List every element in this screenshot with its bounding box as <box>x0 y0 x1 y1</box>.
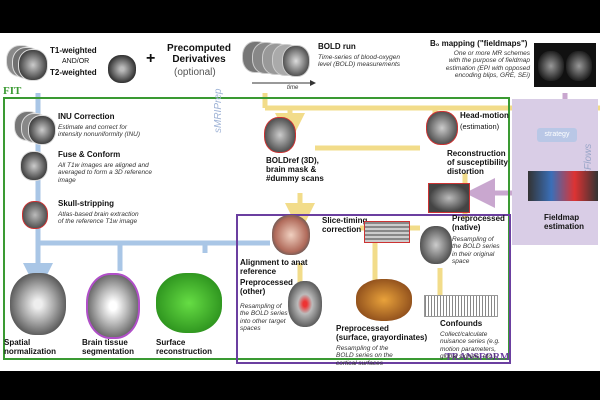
strategy-badge: strategy <box>537 128 577 142</box>
fieldmaps-desc: One or more MR schemes with the purpose … <box>445 50 530 79</box>
diagram-panel: FIT TRANSFORM sMRIPrep SDCFlows strategy… <box>0 33 600 371</box>
transform-box <box>236 214 511 364</box>
confounds-title: Confounds <box>440 319 483 328</box>
slice-timing-label: Slice-timing correction <box>322 216 368 234</box>
boldref-image <box>264 117 296 153</box>
plus-sign: + <box>146 50 156 67</box>
skullstrip-image <box>22 201 48 229</box>
t2-label: T2-weighted <box>50 68 97 77</box>
surface-bold-desc: Resampling of the BOLD series on the cor… <box>336 345 393 367</box>
surface-recon-label: Surface reconstruction <box>156 338 213 356</box>
spatial-norm-label: Spatial normalization <box>4 338 57 356</box>
other-title: Preprocessed (other) <box>240 278 293 296</box>
suscept-label: Reconstruction of susceptibility distort… <box>447 149 508 176</box>
bold-run-title: BOLD run <box>318 42 356 51</box>
boldref-label: BOLDref (3D), brain mask & #dummy scans <box>266 156 324 183</box>
fieldmaps-title: B₀ mapping ("fieldmaps") <box>430 39 528 48</box>
t1-label: T1-weighted <box>50 46 97 55</box>
suscept-image <box>428 183 470 213</box>
precomputed-optional: (optional) <box>174 67 216 78</box>
fit-label: FIT <box>3 85 22 97</box>
confounds-plot <box>424 295 498 317</box>
fieldmap-est-label: Fieldmap estimation <box>544 213 585 231</box>
bold-stack-image <box>242 41 312 77</box>
andor-label: AND/OR <box>62 58 90 65</box>
t1-stack-image <box>6 45 48 81</box>
surface-recon-image <box>156 273 222 333</box>
alignment-image <box>272 215 310 255</box>
fieldmap-images <box>534 43 596 87</box>
native-desc: Resampling of the BOLD series in their o… <box>452 236 500 265</box>
transform-label: TRANSFORM <box>445 352 510 363</box>
surface-bold-image <box>356 279 412 321</box>
native-title: Preprocessed (native) <box>452 214 505 232</box>
head-motion-image <box>426 111 458 145</box>
head-motion-sub: (estimation) <box>460 122 500 131</box>
precomputed-title: Precomputed Derivatives <box>167 43 231 66</box>
other-desc: Resampling of the BOLD series into other… <box>240 303 288 332</box>
fuse-desc: All T1w images are aligned and averaged … <box>58 162 152 184</box>
smriprep-label: sMRIPrep <box>213 88 224 133</box>
slice-timing-image <box>364 221 410 243</box>
native-image <box>420 226 452 264</box>
t2-image <box>108 55 136 83</box>
other-image <box>288 281 322 327</box>
surface-bold-title: Preprocessed (surface, grayordinates) <box>336 324 428 342</box>
spatial-norm-image <box>10 273 66 335</box>
inu-desc: Estimate and correct for intensity nonun… <box>58 124 140 139</box>
time-axis <box>252 80 316 86</box>
fuse-image <box>20 151 48 181</box>
head-motion-title: Head-motion <box>460 111 509 120</box>
skullstrip-desc: Atlas-based brain extraction of the refe… <box>58 211 139 226</box>
tissue-seg-label: Brain tissue segmentation <box>82 338 135 356</box>
inu-image <box>14 111 56 145</box>
fieldmap-est-image <box>528 171 598 201</box>
bold-run-desc: Time-series of blood-oxygen level (BOLD)… <box>318 54 400 69</box>
alignment-label: Alignment to anat reference <box>240 258 308 276</box>
confounds-desc: Collect/calculate nuisance series (e.g. … <box>440 331 500 360</box>
skullstrip-title: Skull-stripping <box>58 199 114 208</box>
fuse-title: Fuse & Conform <box>58 150 121 159</box>
time-axis-label: time <box>287 85 299 91</box>
inu-title: INU Correction <box>58 112 115 121</box>
tissue-seg-image <box>86 273 140 339</box>
